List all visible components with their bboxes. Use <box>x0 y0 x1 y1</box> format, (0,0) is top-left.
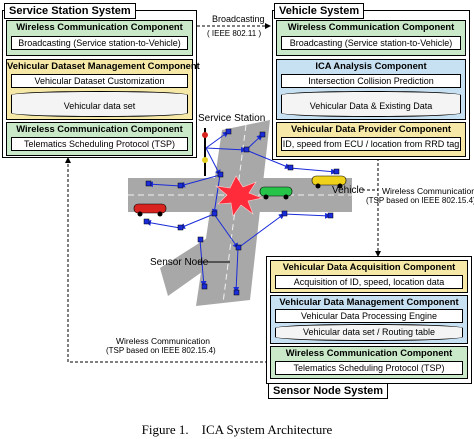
station-wireless-component-top: Wireless Communication Component Broadca… <box>6 20 193 56</box>
collision-prediction-item: Intersection Collision Prediction <box>281 74 461 88</box>
sensor-wireless-component: Wireless Communication Component Telemat… <box>270 346 468 379</box>
vehicular-data-acquisition-component: Vehicular Data Acquisition Component Acq… <box>270 260 468 293</box>
vehicle-to-sensor-link <box>362 158 381 257</box>
vehicular-dataset-management-component: Vehicular Dataset Management Component V… <box>6 59 200 120</box>
collision-burst <box>214 175 264 217</box>
component-title: Vehicular Data Management Component <box>279 296 459 307</box>
broadcasting-standard-label: ( IEEE 802.11 ) <box>207 29 262 38</box>
wireless-communication-right-label: Wireless Communication <box>382 186 474 196</box>
station-database-label: Vehicular data set <box>63 101 136 111</box>
sensor-tsp-item: Telematics Scheduling Protocol (TSP) <box>275 361 463 375</box>
dataset-customization-item: Vehicular Dataset Customization <box>11 74 188 88</box>
station-wireless-component-bottom: Wireless Communication Component Telemat… <box>6 122 193 156</box>
wireless-communication-left-std: (TSP based on IEEE 802.15.4) <box>106 346 216 355</box>
sensor-node-label: Sensor Node <box>150 257 209 268</box>
station-tsp-item: Telematics Scheduling Protocol (TSP) <box>11 137 188 151</box>
car-red <box>133 203 167 217</box>
data-provider-item: ID, speed from ECU / location from RRD t… <box>281 137 461 151</box>
wireless-communication-right-std: (TSP based on IEEE 802.15.4) <box>366 196 474 205</box>
sensor-database-label: Vehicular data set / Routing table <box>302 327 436 337</box>
component-title: Wireless Communication Component <box>16 21 183 32</box>
car-yellow <box>311 175 347 189</box>
component-title: Wireless Communication Component <box>16 123 183 134</box>
component-title: Vehicular Data Provider Component <box>291 123 451 134</box>
station-broadcasting-item: Broadcasting (Service station-to-Vehicle… <box>11 36 188 50</box>
component-title: ICA Analysis Component <box>315 60 427 71</box>
vehicle-system-title: Vehicle System <box>274 3 365 19</box>
vehicular-data-provider-component: Vehicular Data Provider Component ID, sp… <box>276 122 466 157</box>
station-database-icon <box>11 91 188 117</box>
sensor-nodes <box>143 128 340 296</box>
vehicular-data-management-component: Vehicular Data Management Component Vehi… <box>270 295 468 344</box>
component-title: Wireless Communication Component <box>287 21 455 32</box>
component-title: Wireless Communication Component <box>285 347 453 358</box>
component-title: Vehicular Dataset Management Component <box>7 60 200 71</box>
sensor-node-system-title: Sensor Node System <box>268 383 389 399</box>
sensor-database-icon <box>275 324 463 341</box>
acquisition-item: Acquisition of ID, speed, location data <box>275 275 463 289</box>
service-station-mast <box>202 128 208 176</box>
sensor-to-station-link <box>65 157 268 363</box>
ica-analysis-component: ICA Analysis Component Intersection Coll… <box>276 59 466 120</box>
service-station-label: Service Station <box>198 113 266 124</box>
vehicle-wireless-component: Wireless Communication Component Broadca… <box>276 20 466 56</box>
wireless-communication-left-label: Wireless Communication <box>116 336 210 346</box>
vehicle-label: Vehicle <box>332 185 365 196</box>
service-station-system-title: Service Station System <box>4 3 136 19</box>
figure-caption: Figure 1. ICA System Architecture <box>141 422 333 437</box>
vehicle-database-label: Vehicular Data & Existing Data <box>309 101 433 111</box>
car-green <box>259 186 293 200</box>
component-title: Vehicular Data Acquisition Component <box>282 261 456 272</box>
broadcasting-label: Broadcasting <box>212 14 265 24</box>
vehicle-database-icon <box>281 91 461 117</box>
processing-engine-item: Vehicular Data Processing Engine <box>275 309 463 323</box>
vehicle-broadcasting-item: Broadcasting (Service station-to-Vehicle… <box>281 36 461 50</box>
